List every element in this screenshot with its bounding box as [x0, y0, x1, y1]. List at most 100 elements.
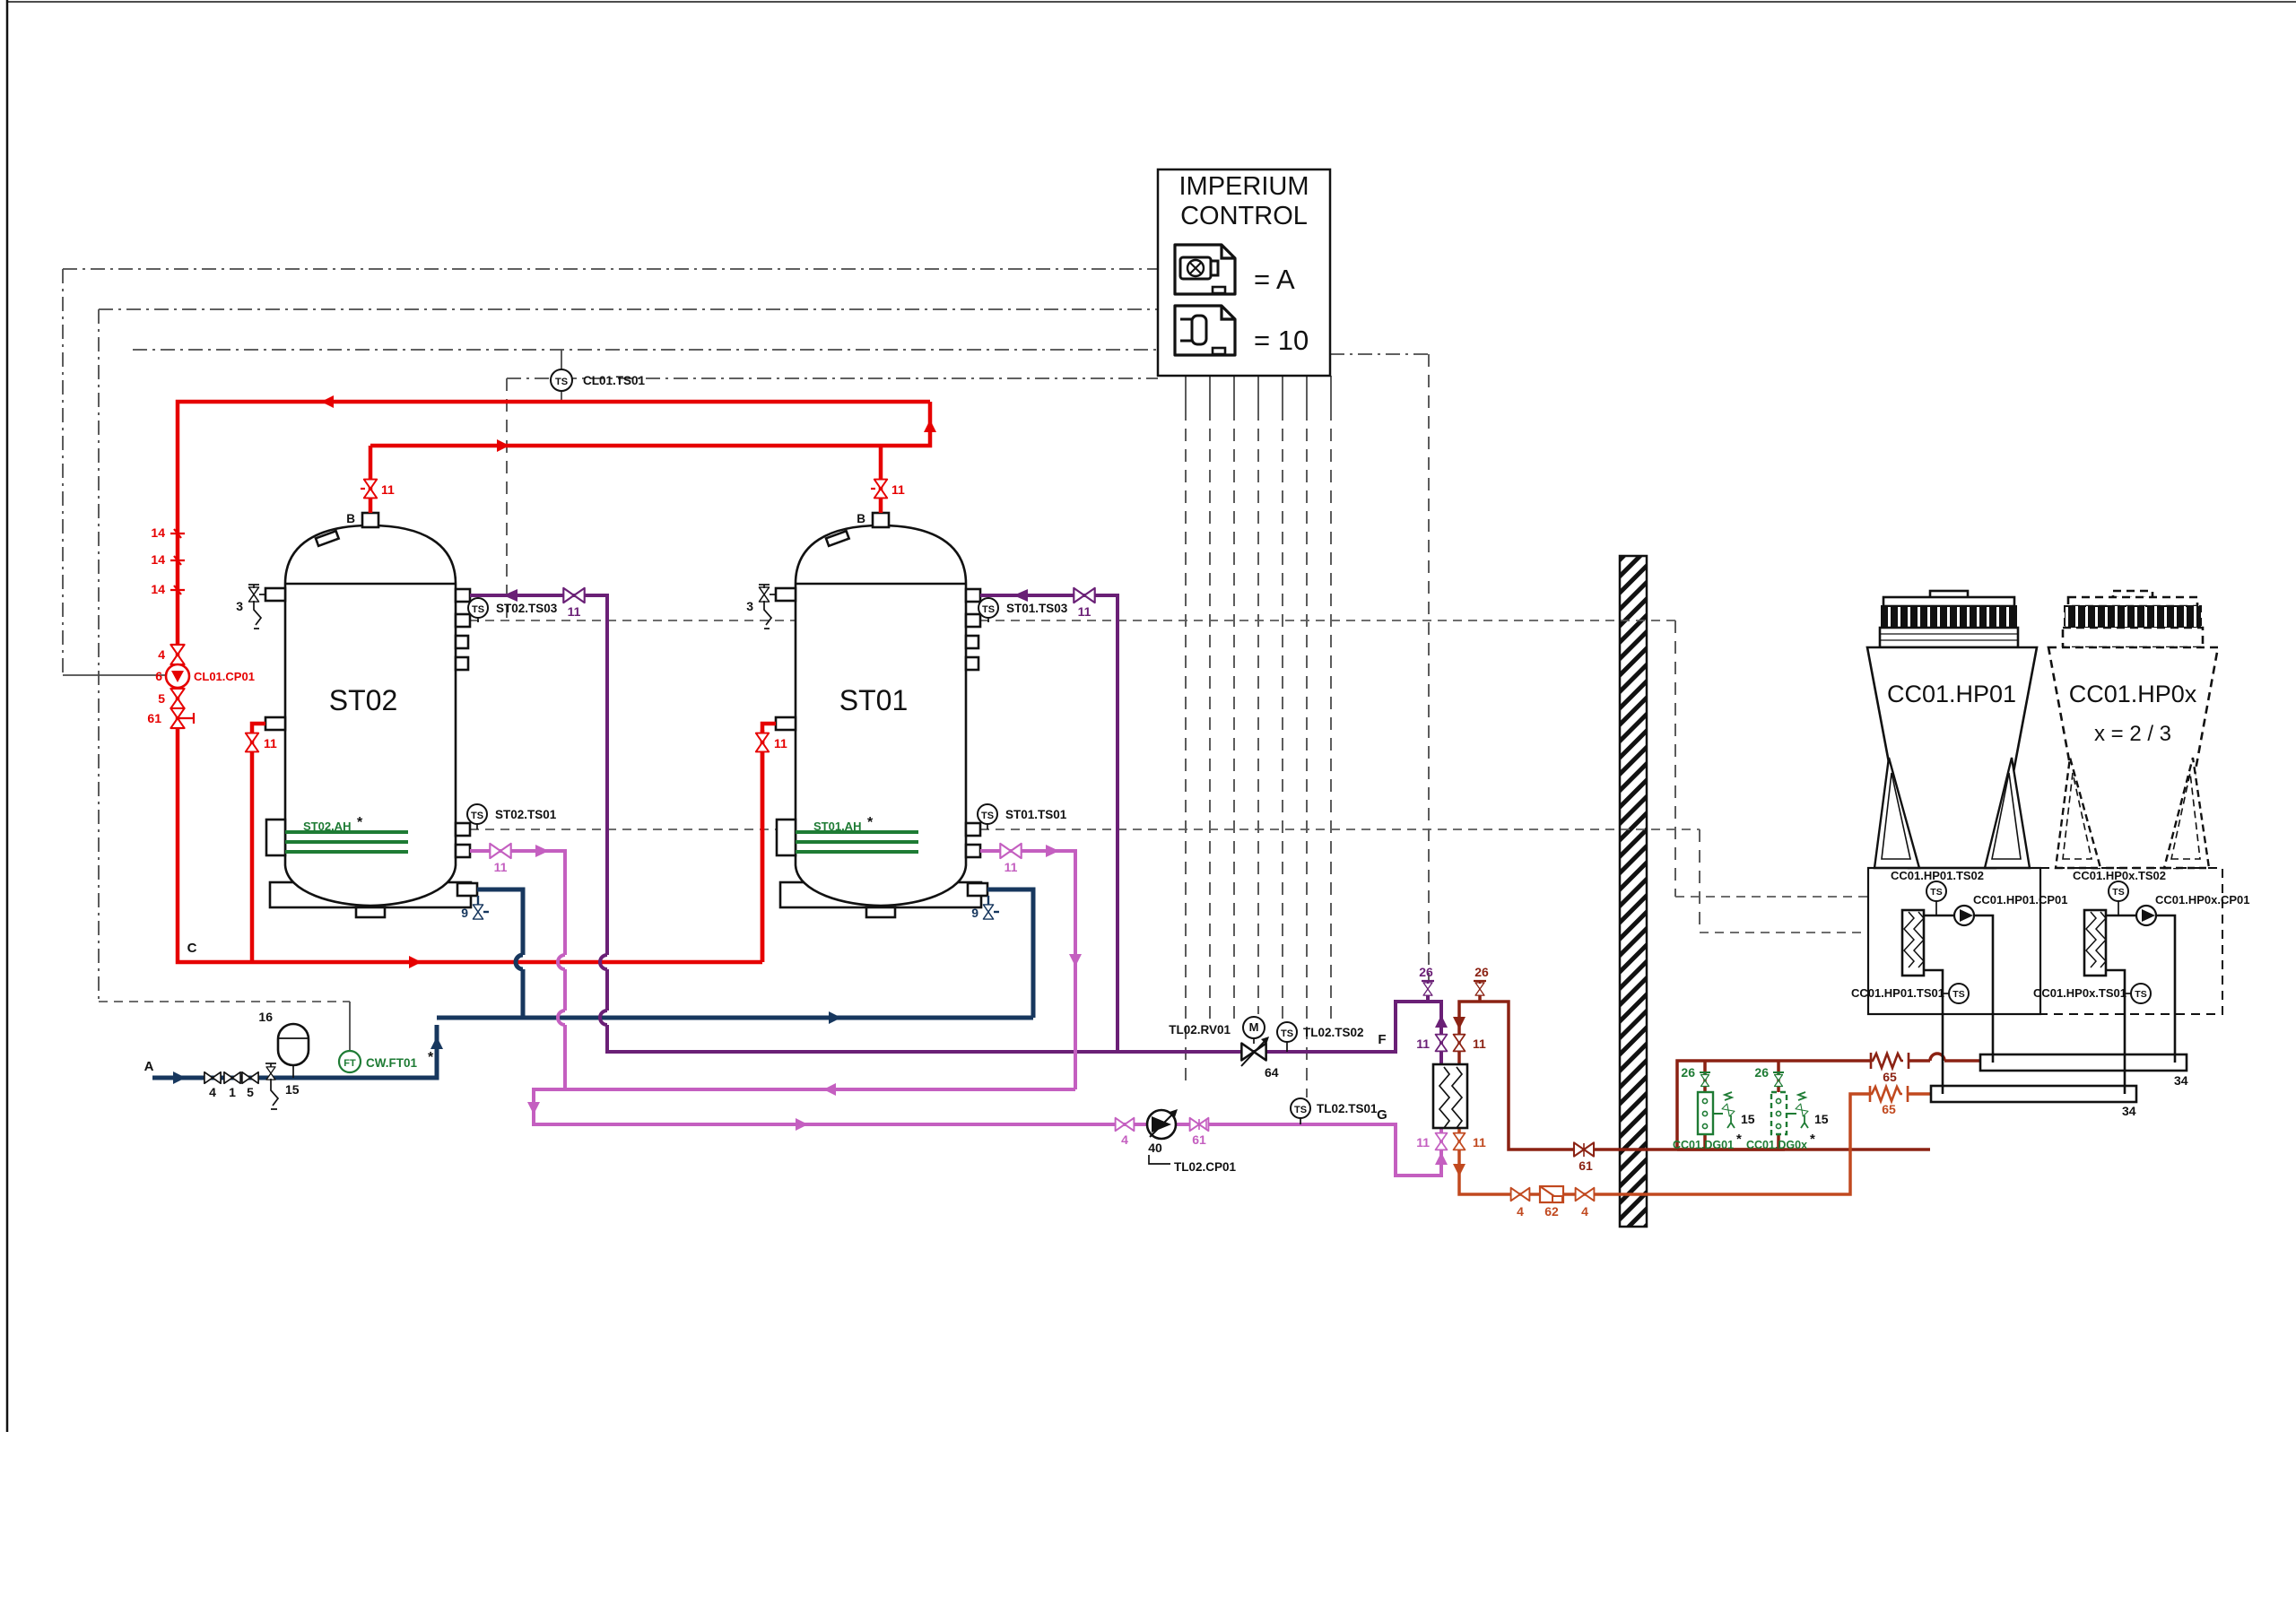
valve-9-st01: 9	[971, 906, 978, 920]
tl02-cp01-label: TL02.CP01	[1174, 1160, 1237, 1174]
cl01-ts01-glyph: TS	[555, 377, 568, 387]
hp0x-cp01-label: CC01.HP0x.CP01	[2155, 893, 2250, 907]
cl01-ts01-sensor	[550, 369, 573, 392]
node-b-st01: B	[857, 512, 865, 525]
hp01-ts01-glyph: TS	[1952, 989, 1964, 1000]
sensors	[337, 369, 999, 1074]
node-f: F	[1378, 1032, 1386, 1047]
st01-ts03-label: ST01.TS03	[1006, 602, 1068, 615]
cc01-dg0x-label: CC01.DG0x	[1746, 1139, 1807, 1151]
legend-valve-equiv: = 10	[1254, 325, 1309, 356]
tl02-ts02-sensor	[1276, 1021, 1298, 1043]
drain-valve-15	[265, 1063, 280, 1110]
tl02-components	[1145, 1016, 1311, 1165]
valve-15-dg0x: 15	[1814, 1112, 1829, 1126]
valve-11-st02-pnk: 11	[494, 860, 508, 874]
flex-65-top: 65	[1883, 1070, 1897, 1084]
tank-st02	[246, 446, 607, 962]
valve-26-pur: 26	[1419, 965, 1433, 979]
purple-circuit	[598, 946, 1448, 1064]
st02-ts03-label: ST02.TS03	[496, 602, 558, 615]
hp0x-internals	[2083, 881, 2177, 1094]
cc01-dg0x	[1770, 1071, 1809, 1136]
cc01-dg01-label: CC01.DG01	[1673, 1139, 1734, 1151]
cl01-ts01-label: CL01.TS01	[583, 374, 646, 387]
strainer-62: 62	[1544, 1204, 1559, 1219]
flex-65-bot: 65	[1882, 1102, 1896, 1116]
st02-ts01-glyph: TS	[471, 811, 483, 821]
building-wall	[1618, 554, 1648, 1228]
valve-11-hx-bl: 11	[1416, 1135, 1430, 1150]
valve-5-cl: 5	[158, 691, 165, 706]
pump-40: 40	[1148, 1141, 1162, 1155]
cc01-hp0x-unit	[2047, 589, 2220, 870]
valve-9-st02: 9	[461, 906, 468, 920]
expansion-vessel-16	[276, 1022, 310, 1078]
imperium-control-legend	[1156, 168, 1332, 377]
motor-icon	[1242, 1016, 1265, 1039]
cw-circuit	[152, 946, 1036, 1110]
valve-4-brk-1: 4	[1517, 1204, 1524, 1219]
valve-11-st02-top: 11	[381, 482, 395, 497]
cc01-hp0x-name: CC01.HP0x	[2069, 681, 2197, 707]
node-b-st02: B	[346, 512, 355, 525]
node-g: G	[1377, 1107, 1387, 1123]
hp01-ts01-label: CC01.HP01.TS01	[1851, 986, 1944, 1000]
valve-64: 64	[1265, 1065, 1279, 1080]
st01-ah-label: ST01.AH	[813, 820, 861, 833]
st02-ts03-glyph: TS	[472, 604, 484, 615]
degassers	[1696, 1071, 1809, 1136]
manifold-34-bot: 34	[2122, 1104, 2136, 1118]
tl02-ts01-label: TL02.TS01	[1317, 1102, 1378, 1115]
manifold-34-top: 34	[2174, 1073, 2188, 1088]
hp0x-ts01-glyph: TS	[2135, 989, 2146, 1000]
tl02-cp01-pump-icon	[1145, 1108, 1178, 1165]
valve-document-icon	[1173, 304, 1237, 357]
valve-26-dg0x: 26	[1754, 1065, 1769, 1080]
valve-11-st02-pur: 11	[568, 604, 581, 619]
hp-supply-circuit	[1452, 979, 1984, 1158]
hp-hydronic-modules	[1866, 866, 2223, 1104]
st01-ah-star: *	[867, 815, 874, 830]
tank-st01	[756, 446, 1118, 962]
cc01-hp01-unit	[1866, 589, 2039, 870]
valve-1-cw: 1	[229, 1085, 236, 1099]
valve-11-st01-in: 11	[774, 736, 787, 750]
valve-11-st01-top: 11	[891, 482, 905, 497]
cw-ft01-glyph: FT	[344, 1058, 356, 1069]
hp0x-ts01-label: CC01.HP0x.TS01	[2033, 986, 2126, 1000]
valve-4-brk-2: 4	[1581, 1204, 1588, 1219]
tick-14-3: 14	[151, 582, 165, 596]
tl02-ts01-glyph: TS	[1294, 1105, 1307, 1115]
st02-ah-label: ST02.AH	[303, 820, 351, 833]
vessel-16: 16	[258, 1010, 273, 1024]
st01-ts03-glyph: TS	[982, 604, 995, 615]
node-a: A	[144, 1059, 154, 1074]
valve-11-st01-pur: 11	[1078, 604, 1091, 619]
manifold-top	[1979, 1053, 2188, 1072]
valve-3-st01: 3	[746, 599, 753, 613]
valve-4-tl: 4	[1121, 1132, 1128, 1147]
tl02-heat-exchanger	[1431, 1063, 1469, 1130]
pump-6-cl: 6	[155, 669, 162, 683]
valve-11-hx-br: 11	[1473, 1135, 1486, 1150]
valve-26-dg01: 26	[1681, 1065, 1695, 1080]
cc01-dg01	[1696, 1071, 1735, 1136]
valve-4-cl: 4	[158, 647, 165, 662]
valve-11-hx-tr: 11	[1473, 1037, 1486, 1051]
legend-pump-equiv: = A	[1254, 264, 1295, 295]
node-c: C	[187, 941, 197, 956]
tick-14-1: 14	[151, 525, 165, 540]
hp0x-ts02-label: CC01.HP0x.TS02	[2073, 869, 2166, 882]
cc01-hp0x-count: x = 2 / 3	[2094, 722, 2171, 746]
valve-5-icon	[170, 687, 186, 710]
valve-15-dg01: 15	[1741, 1112, 1755, 1126]
valve-4-icon	[170, 643, 186, 666]
tl02-ts02-glyph: TS	[1281, 1028, 1293, 1039]
hp0x-ts02-glyph: TS	[2112, 887, 2124, 898]
st01-ts01-label: ST01.TS01	[1005, 808, 1067, 821]
valve-61-mar: 61	[1578, 1158, 1593, 1173]
